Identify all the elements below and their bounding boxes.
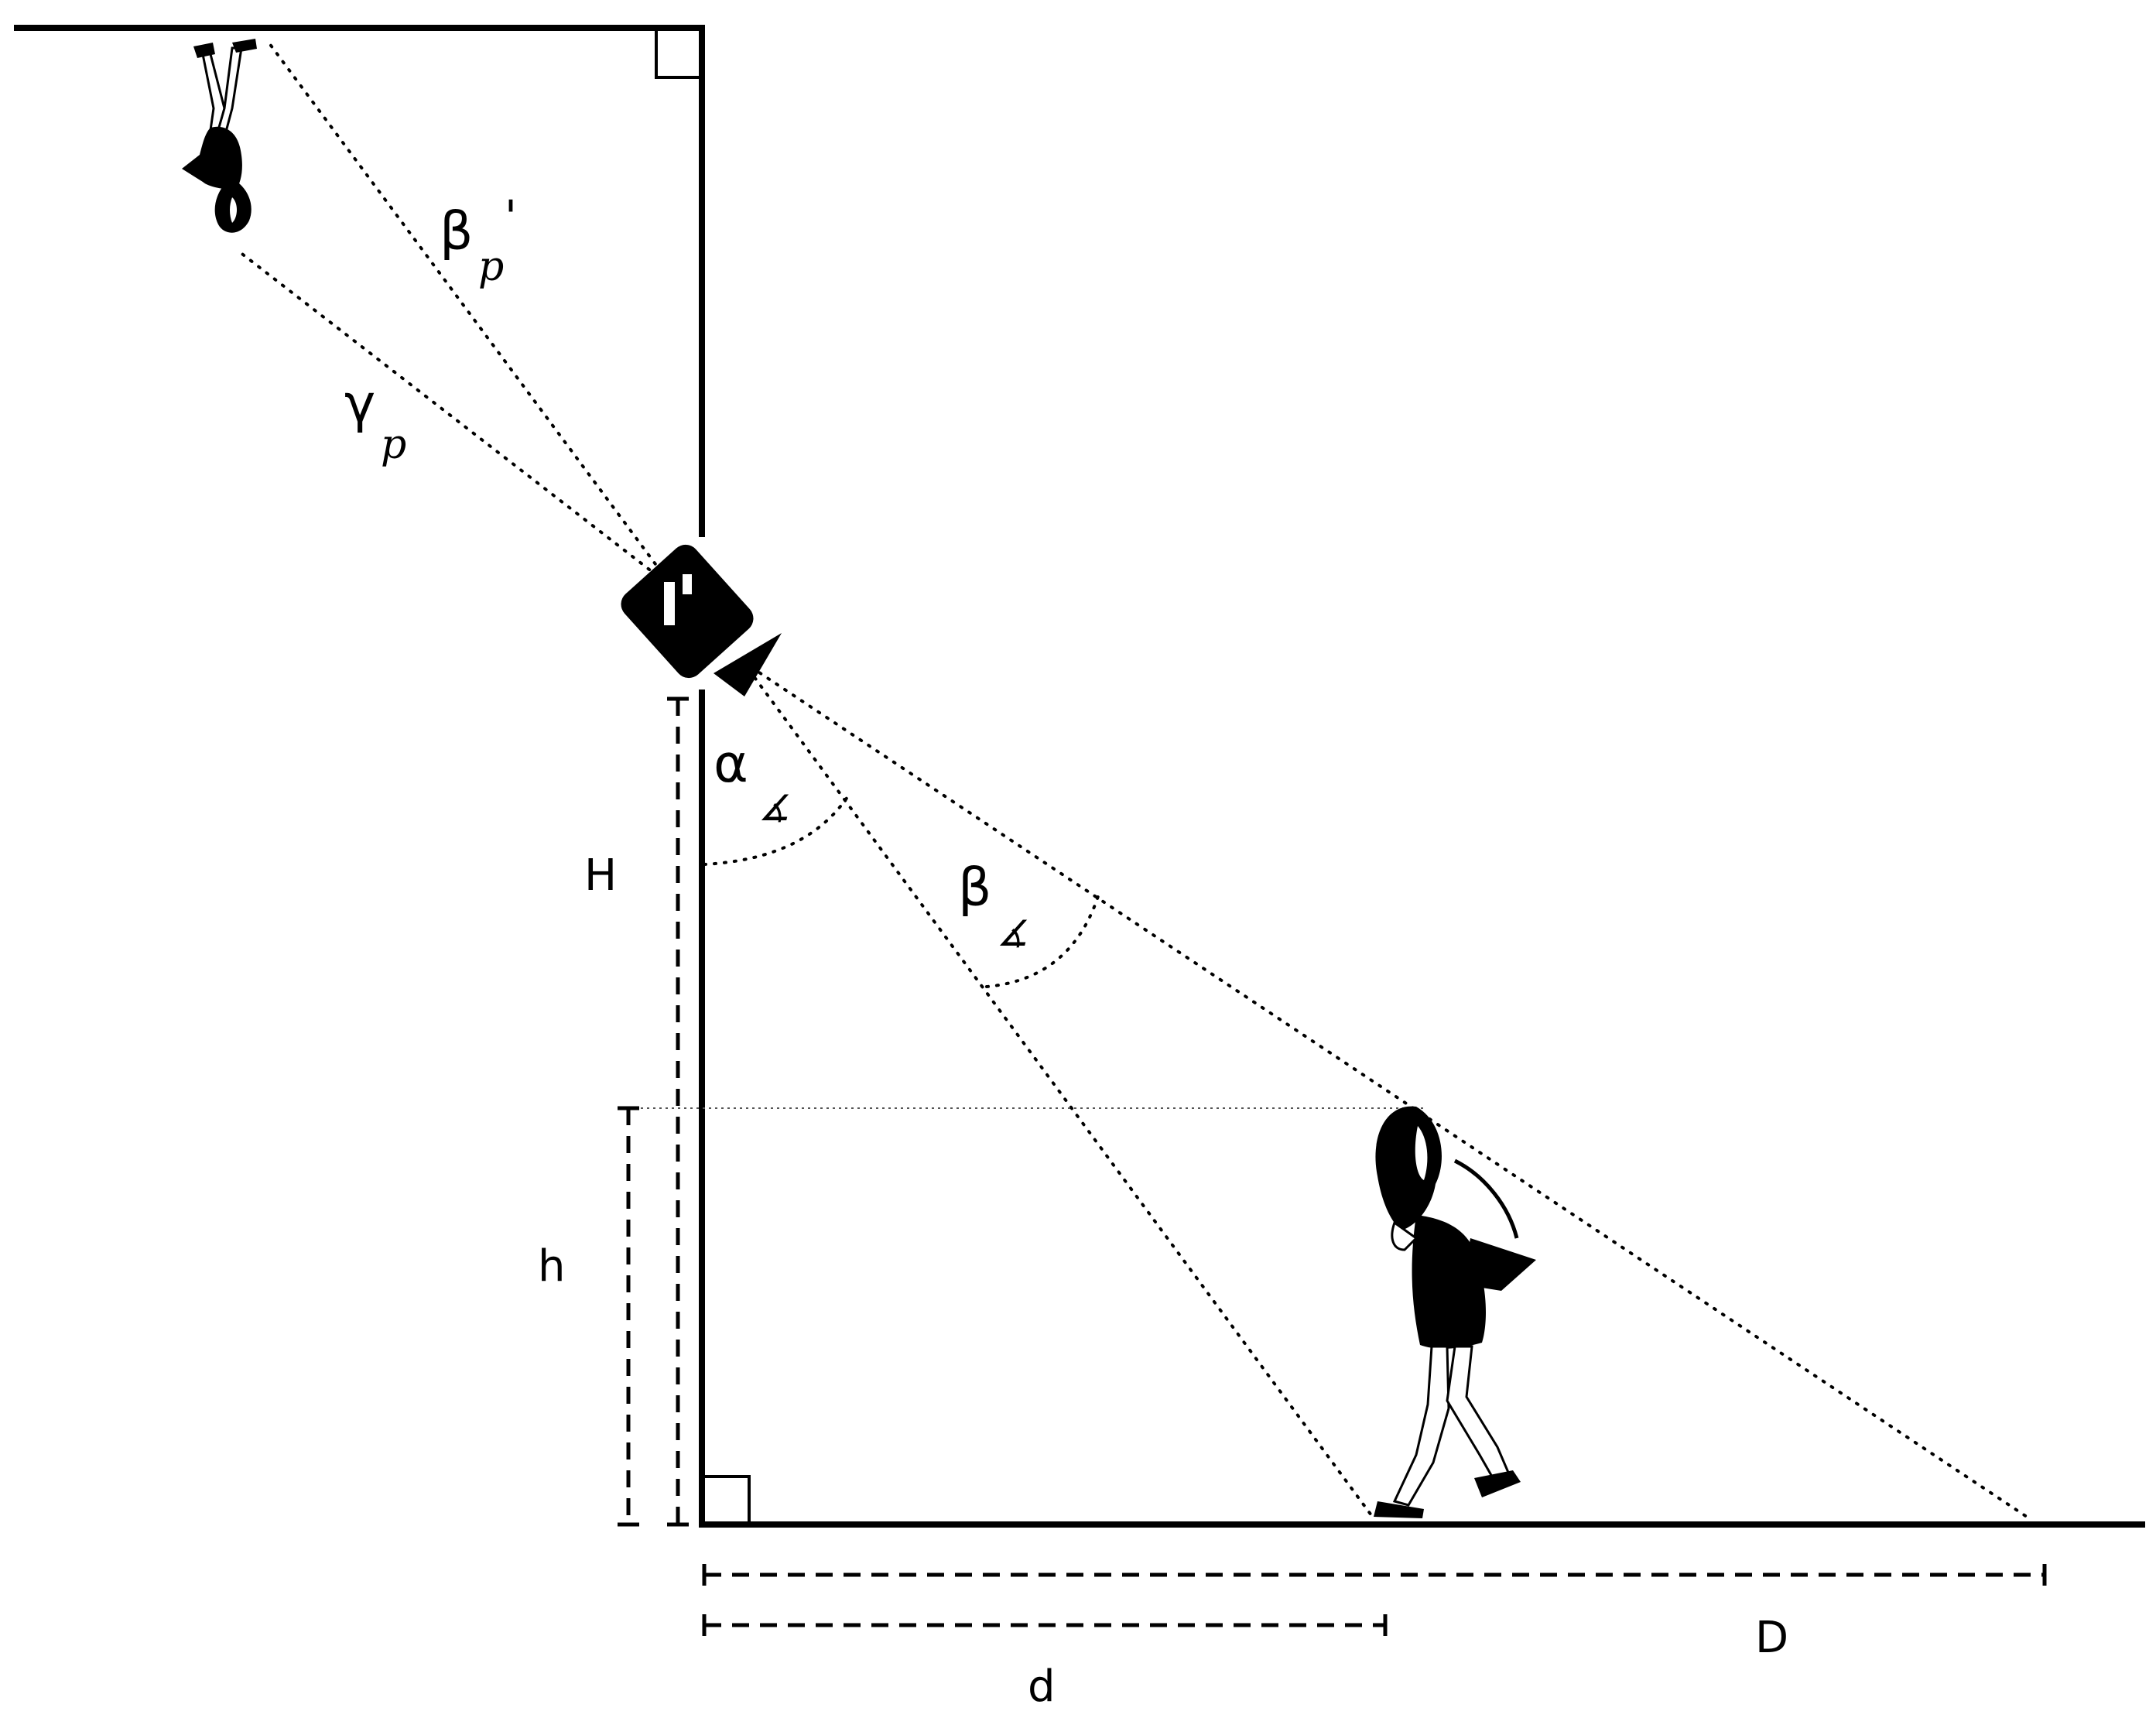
label-gamma-p: γ <box>344 374 375 435</box>
beta-arc <box>985 892 1100 988</box>
label-d: d <box>1028 1661 1056 1711</box>
label-gamma-p-subscript: p <box>381 422 406 468</box>
label-alpha-angle: ∡ <box>758 787 790 829</box>
ray-outer <box>741 660 2031 1520</box>
labels: H h D d α ∡ β ∡ β p ' γ p <box>344 190 1788 1711</box>
label-h: h <box>538 1241 566 1292</box>
sight-rays <box>234 39 2031 1520</box>
angle-arcs <box>703 796 1100 988</box>
right-angle-top <box>655 28 702 79</box>
label-beta: β <box>958 857 991 919</box>
label-H: H <box>584 850 617 901</box>
ray-reflected-top <box>265 39 675 590</box>
label-beta-p-prime: ' <box>505 190 517 243</box>
ray-inner <box>741 660 1375 1520</box>
right-angle-bottom <box>702 1475 751 1525</box>
structure <box>14 25 2145 1528</box>
person-silhouette <box>1374 1106 1536 1518</box>
ray-reflected-bottom <box>234 248 675 590</box>
label-beta-p-subscript: p <box>478 244 504 290</box>
camera-icon <box>621 544 782 696</box>
reflected-person-silhouette <box>182 39 257 233</box>
label-alpha: α <box>714 734 748 795</box>
label-D: D <box>1755 1613 1788 1663</box>
dimensions <box>618 696 2047 1636</box>
label-beta-p: β <box>440 201 473 262</box>
label-beta-angle: ∡ <box>997 912 1028 954</box>
